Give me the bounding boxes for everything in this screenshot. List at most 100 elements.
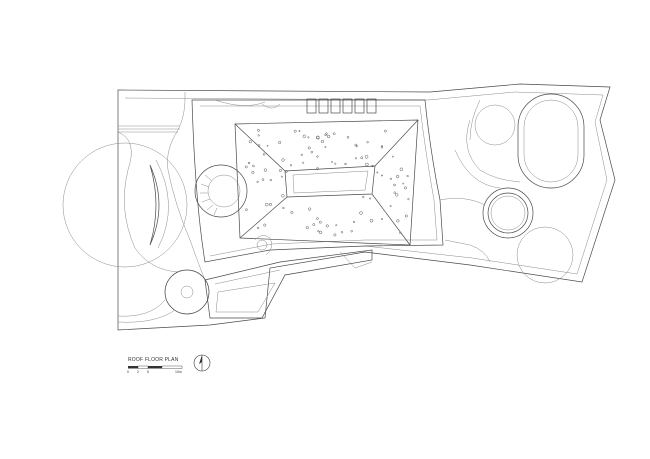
roof-dot <box>257 144 261 147</box>
ramp-outline <box>204 249 373 319</box>
roof-dot <box>354 157 357 160</box>
roof-dot <box>341 231 344 234</box>
roof-dot <box>395 193 399 197</box>
tree-canopy-right-top <box>474 104 516 146</box>
roof-dot <box>362 195 365 199</box>
roof-dot <box>265 202 269 207</box>
roof-dot <box>251 171 255 174</box>
roof-dot <box>389 177 392 180</box>
roof-dot <box>257 134 260 137</box>
roof-dot <box>318 220 322 224</box>
roof-dot <box>366 141 369 144</box>
roof-dot <box>266 144 269 147</box>
tree-circle-bottom-left <box>164 269 210 315</box>
roof-dot <box>404 186 407 190</box>
roof-dot <box>316 155 319 158</box>
roof-dot <box>352 220 356 223</box>
garden-path-right <box>454 99 521 189</box>
roof-dot <box>248 140 252 144</box>
inner-boundary <box>124 91 608 275</box>
roof-dot <box>269 202 272 206</box>
scale-label-5: 5 <box>147 370 149 374</box>
roof-dot <box>307 136 310 139</box>
roof-dot <box>316 167 319 171</box>
roof-dot <box>393 183 396 187</box>
roof-dot <box>332 132 336 135</box>
roof-dot <box>389 205 392 207</box>
roof-dot <box>312 223 316 226</box>
roof-dot <box>320 139 324 144</box>
roof-dot <box>282 206 285 210</box>
roof-dot <box>263 223 267 227</box>
roof-dot <box>316 135 320 139</box>
spiral-stair-outer <box>194 164 248 218</box>
roof-dot <box>371 164 374 168</box>
roof-dot <box>331 161 333 163</box>
hip-roof <box>234 119 419 246</box>
roof-dot <box>384 129 387 133</box>
roof-dot <box>407 198 410 201</box>
roof-dot <box>350 230 353 233</box>
roof-dot <box>247 161 251 165</box>
roof-dot <box>326 134 331 139</box>
roof-dot <box>380 146 384 149</box>
roof-dot <box>280 175 283 178</box>
roof-dot <box>257 226 260 230</box>
roof-dot <box>281 158 285 162</box>
roof-dot <box>399 167 404 172</box>
roof-dot <box>392 155 394 158</box>
roof-dot <box>316 217 319 220</box>
round-deck-core <box>490 195 526 231</box>
roof-dot <box>333 233 337 237</box>
roof-dot <box>380 174 383 177</box>
roof-dot <box>307 146 311 150</box>
scale-label-2: 2 <box>137 370 139 374</box>
roof-dot <box>300 153 303 156</box>
roof-dot <box>376 171 379 174</box>
roof-texture-dots <box>244 128 410 237</box>
roof-dot <box>302 161 305 164</box>
site-boundary <box>117 83 616 331</box>
roof-dot <box>317 230 320 233</box>
roof-dot <box>263 168 267 172</box>
scale-label-0: 0 <box>127 370 129 374</box>
left-terrace-curve <box>167 91 206 281</box>
roof-dot <box>334 162 337 165</box>
roof-dot <box>269 178 272 182</box>
curved-wall-outer <box>155 159 169 249</box>
spiral-stair-inner <box>207 174 241 208</box>
scale-label-10m: 10m <box>175 370 182 374</box>
roof-dot <box>290 210 294 214</box>
roof-dot <box>346 136 350 139</box>
small-planter <box>256 239 268 251</box>
large-tree-canopy-left <box>62 142 188 268</box>
roof-dot <box>278 141 282 144</box>
roof-dot <box>359 211 363 215</box>
roof-dot <box>365 162 369 167</box>
roof-dot <box>245 208 248 211</box>
roof-dot <box>262 153 266 156</box>
bottom-left-path <box>117 299 176 323</box>
roof-dot <box>381 145 383 148</box>
skylight-row <box>306 98 377 114</box>
roof-dot <box>281 194 285 198</box>
ramp-step <box>339 251 373 269</box>
roof-dot <box>310 150 313 154</box>
roof-hatch-top <box>214 99 281 109</box>
pool-outer <box>517 93 585 189</box>
roof-dot <box>381 218 384 221</box>
roof-dot <box>302 134 306 138</box>
roof-dot <box>261 178 265 181</box>
roof-dot <box>344 162 347 166</box>
roof-dot <box>285 170 288 173</box>
roof-dot <box>369 218 374 223</box>
roof-dot <box>355 145 358 148</box>
pool-inner <box>523 99 579 183</box>
roof-dot <box>293 129 297 133</box>
roof-dot <box>406 175 409 178</box>
roof-dot <box>360 156 364 160</box>
roof-dot <box>335 224 338 227</box>
roof-dot <box>308 207 312 211</box>
roof-dot <box>279 169 282 172</box>
